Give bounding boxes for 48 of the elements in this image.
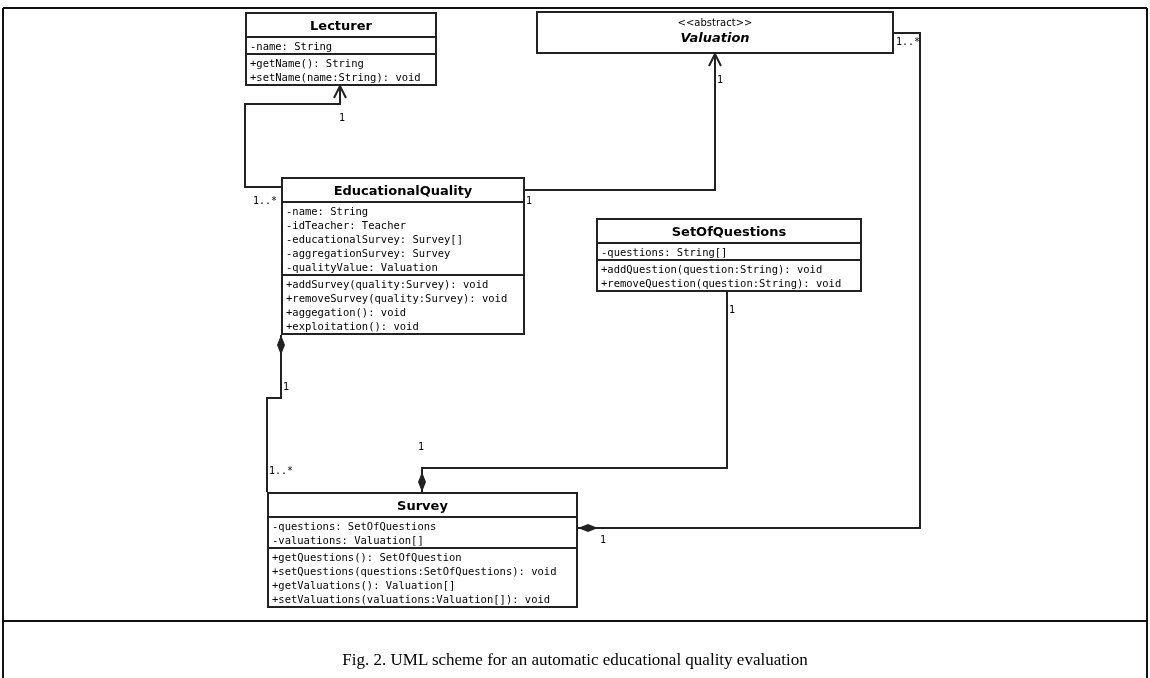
method-text: +setQuestions(questions:SetOfQuestions): void — [271, 564, 558, 578]
multiplicity-label: 1 — [418, 441, 425, 452]
multiplicity-label: 1 — [729, 304, 736, 315]
attribute-text: -aggregationSurvey: Survey — [285, 246, 452, 260]
attribute-text: -idTeacher: Teacher — [285, 218, 408, 232]
attribute-text: -questions: String[] — [598, 242, 860, 259]
association-arrow — [244, 85, 347, 188]
method-text: +getValuations(): Valuation[] — [271, 578, 457, 592]
composition-line — [418, 291, 728, 493]
attribute-text: -valuations: Valuation[] — [271, 533, 425, 547]
method-text: +setName(name:String): void — [249, 70, 422, 84]
class-name: Lecturer — [309, 17, 373, 35]
stereotype-label: <<abstract>> — [676, 16, 754, 28]
attribute-text: -questions: SetOfQuestions — [269, 516, 576, 533]
composition-line — [266, 334, 285, 493]
multiplicity-label: 1..* — [269, 465, 294, 476]
attribute-text: -qualityValue: Valuation — [285, 260, 439, 274]
method-text: +addQuestion(question:String): void — [598, 259, 860, 276]
class-name: Valuation — [679, 29, 751, 45]
composition-line — [577, 32, 921, 532]
abstract-class-box — [536, 11, 894, 54]
method-text: +aggegation(): void — [285, 305, 408, 319]
attribute-text: -educationalSurvey: Survey[] — [285, 232, 464, 246]
multiplicity-label: 1 — [717, 74, 724, 85]
class-box — [596, 218, 862, 292]
multiplicity-label: 1 — [600, 534, 607, 545]
multiplicity-label: 1 — [526, 195, 533, 206]
class-name: EducationalQuality — [332, 182, 474, 200]
method-text: +getName(): String — [247, 53, 435, 70]
class-name: SetOfQuestions — [670, 223, 788, 241]
multiplicity-label: 1..* — [253, 195, 278, 206]
multiplicity-label: 1 — [283, 381, 290, 392]
method-text: +addSurvey(quality:Survey): void — [283, 274, 523, 291]
method-text: +setValuations(valuations:Valuation[]): void — [271, 592, 552, 606]
method-text: +removeQuestion(question:String): void — [600, 276, 843, 290]
method-text: +getQuestions(): SetOfQuestion — [269, 547, 576, 564]
class-name: Survey — [396, 497, 449, 515]
association-arrow — [524, 53, 722, 191]
method-text: +exploitation(): void — [285, 319, 420, 333]
multiplicity-label: 1 — [339, 112, 346, 123]
attribute-text: -name: String — [283, 201, 523, 218]
class-box — [281, 177, 525, 335]
class-box — [267, 492, 578, 608]
multiplicity-label: 1..* — [896, 36, 921, 47]
figure-caption: Fig. 2. UML scheme for an automatic educational quality evaluation — [341, 650, 809, 670]
class-box — [245, 12, 437, 86]
method-text: +removeSurvey(quality:Survey): void — [285, 291, 509, 305]
attribute-text: -name: String — [247, 36, 435, 53]
